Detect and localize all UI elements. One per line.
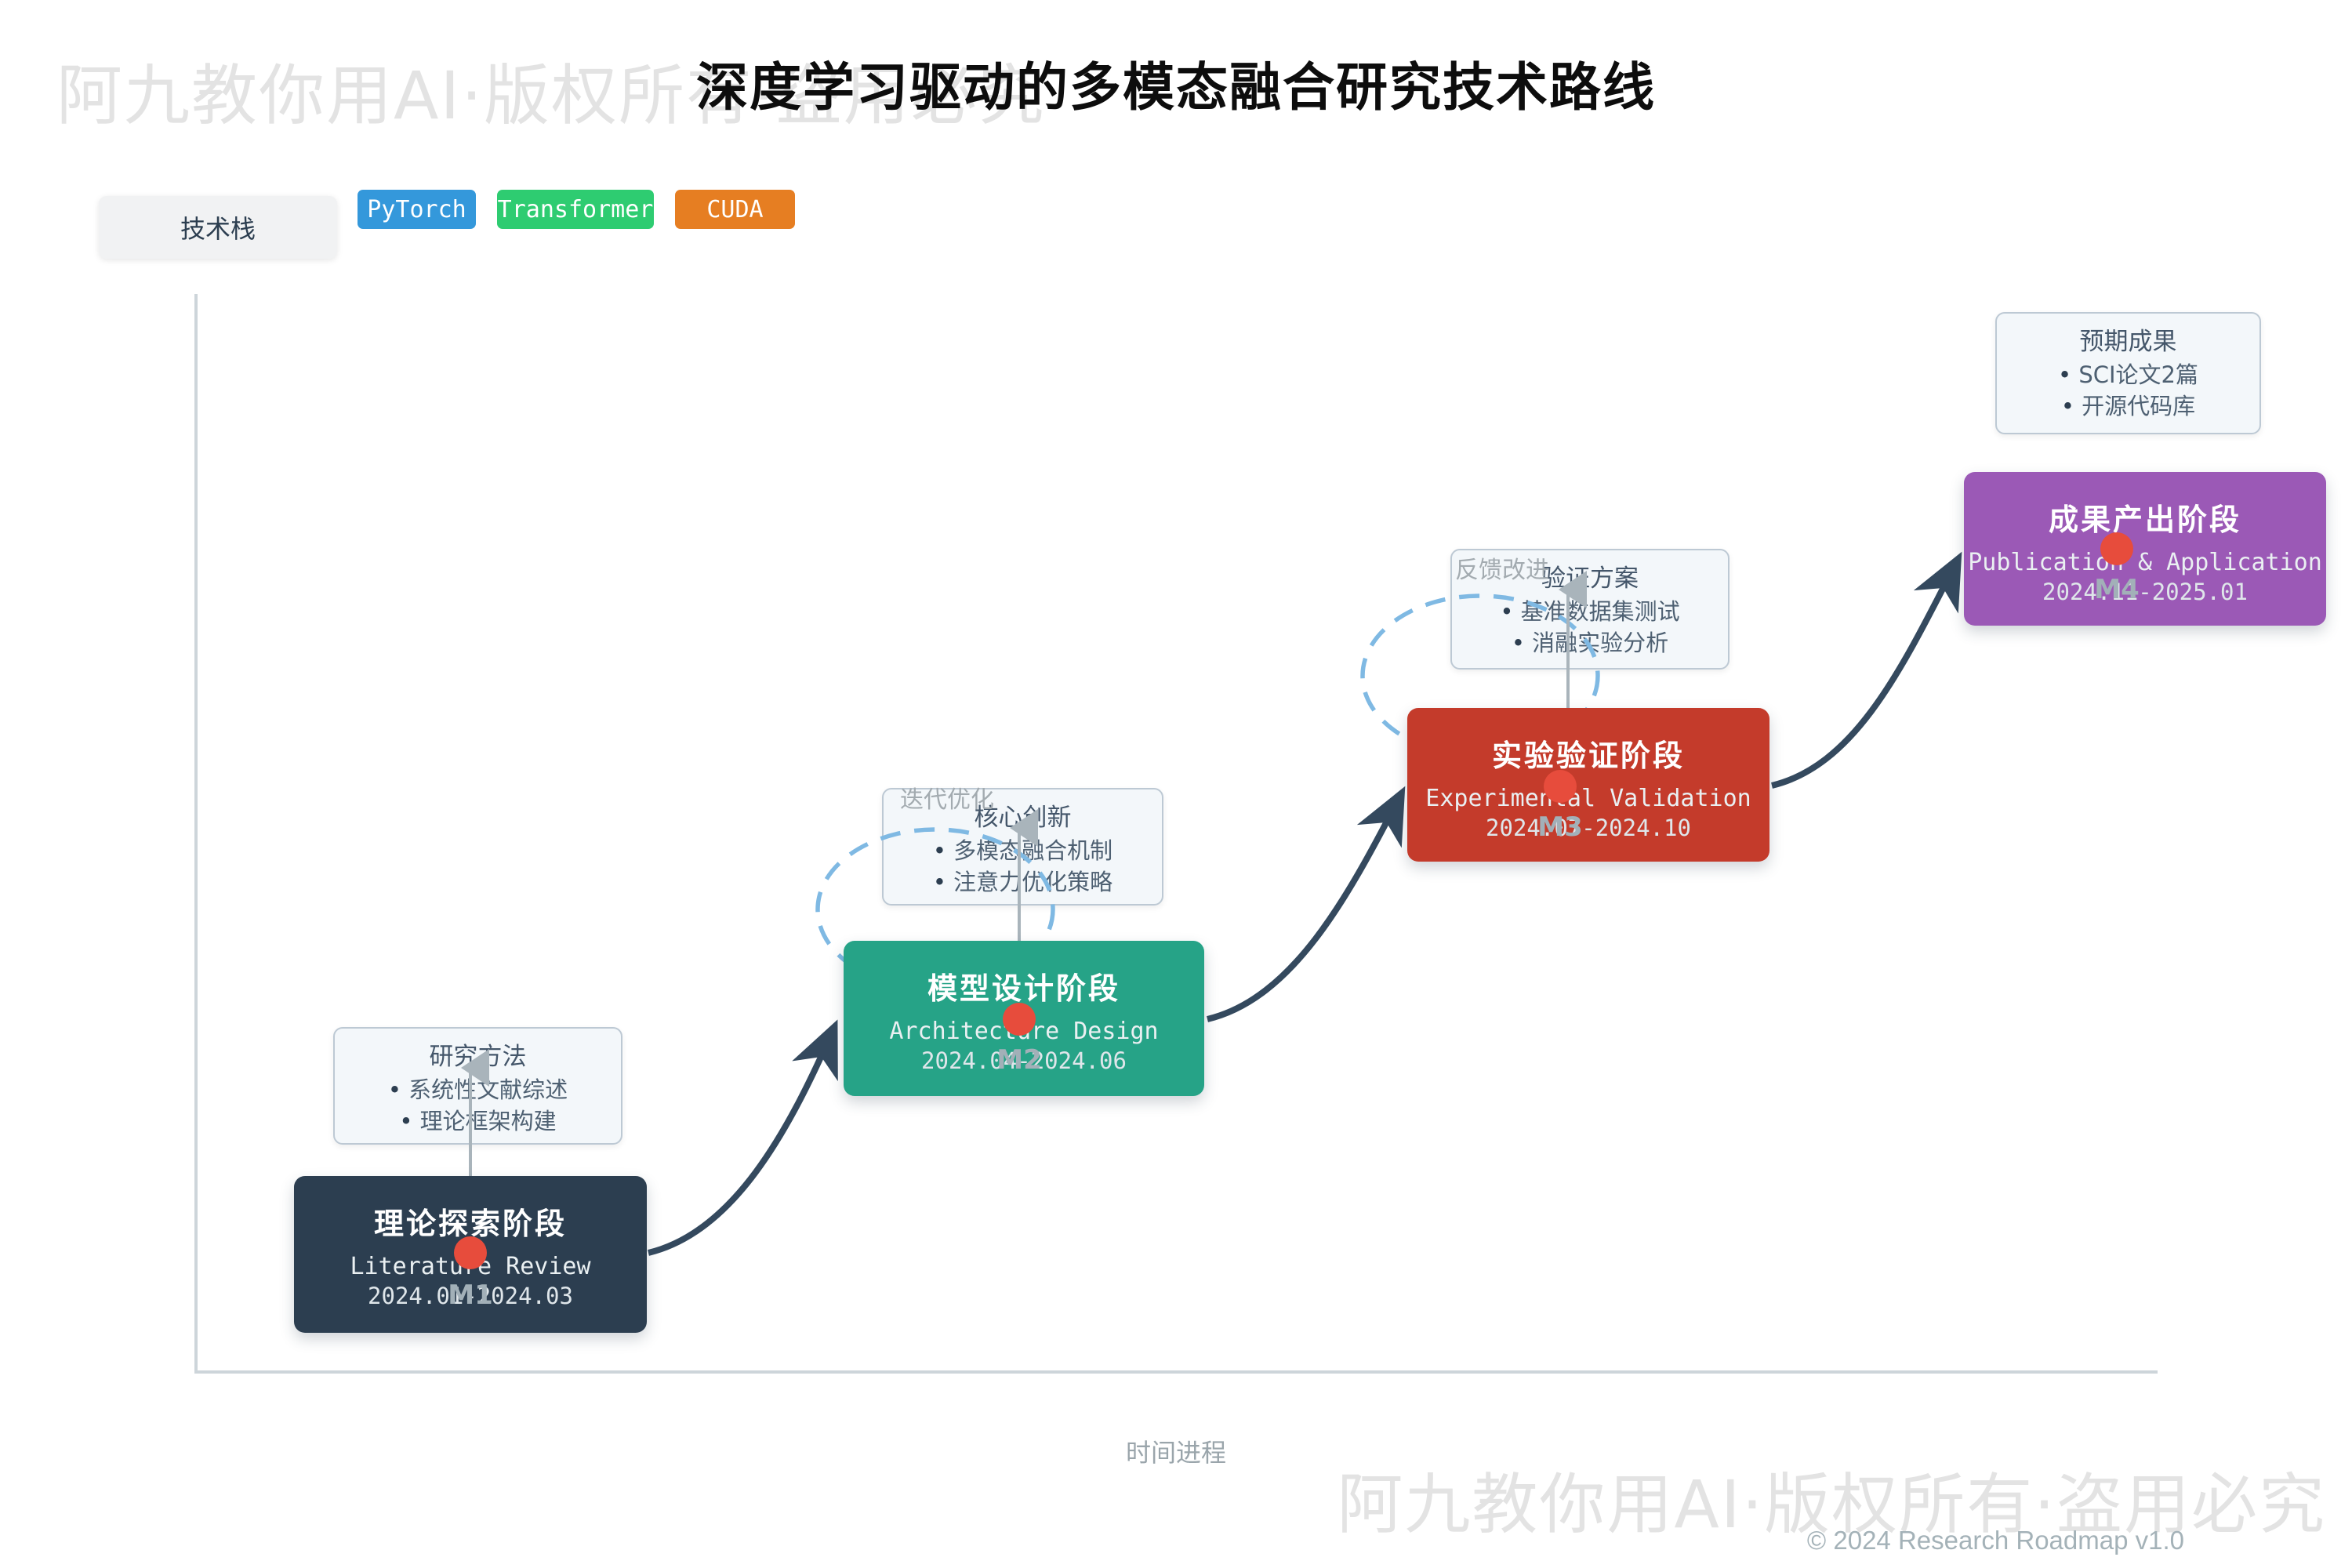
milestone-label-m3: M3 [1537, 811, 1583, 843]
annotation-title: 预期成果 [2079, 328, 2177, 356]
tech-stack-label: 技术栈 [99, 196, 337, 259]
stage-dates: 2024.01-2024.03 [368, 1283, 573, 1309]
milestone-label-m4: M4 [2094, 574, 2140, 605]
tech-badge-transformer: Transformer [497, 190, 654, 229]
watermark-bottom-right: 阿九教你用AI·版权所有·盗用必究 [1337, 1466, 2326, 1543]
stage-dates: 2024.11-2025.01 [2042, 579, 2248, 605]
arrow-stage2-to-stage3 [1207, 786, 1406, 1022]
x-axis-label: 时间进程 [1125, 1438, 1226, 1468]
milestone-dot-1 [454, 1236, 487, 1269]
annotation-bullet: 消融实验分析 [1452, 627, 1728, 659]
annotation-bullet: 基准数据集测试 [1452, 596, 1728, 627]
page-title: 深度学习驱动的多模态融合研究技术路线 [696, 57, 1656, 118]
milestone-dot-2 [1003, 1003, 1036, 1036]
annotation-title: 验证方案 [1541, 564, 1639, 593]
annotation-expected-results: 预期成果 SCI论文2篇 开源代码库 [1995, 312, 2261, 434]
iteration-loop-label: 迭代优化 [900, 786, 994, 814]
stage-dates: 2024.07-2024.10 [1486, 815, 1691, 841]
annotation-bullet: 理论框架构建 [335, 1105, 621, 1137]
tech-badge-pytorch: PyTorch [358, 190, 476, 229]
stage-title: 实验验证阶段 [1491, 739, 1685, 773]
annotation-research-methods: 研究方法 系统性文献综述 理论框架构建 [333, 1027, 622, 1145]
feedback-loop-label: 反馈改进 [1455, 557, 1549, 584]
arrow-stage1-to-stage2 [648, 1019, 838, 1256]
copyright-text: © 2024 Research Roadmap v1.0 [1806, 1526, 2184, 1555]
stage-title: 模型设计阶段 [927, 971, 1120, 1006]
x-axis-spine [194, 1370, 2158, 1374]
stage-title: 理论探索阶段 [373, 1207, 567, 1241]
annotation-bullet: 系统性文献综述 [335, 1074, 621, 1105]
annotation-bullet: 开源代码库 [1997, 390, 2259, 422]
annotation-bullet: 注意力优化策略 [884, 866, 1162, 898]
milestone-label-m2: M2 [996, 1044, 1042, 1076]
milestone-dot-4 [2100, 532, 2133, 565]
tech-badge-cuda: CUDA [675, 190, 795, 229]
annotation-title: 研究方法 [429, 1043, 527, 1071]
annotation-bullet: 多模态融合机制 [884, 835, 1162, 866]
y-axis-spine [194, 294, 198, 1372]
milestone-dot-3 [1544, 770, 1577, 803]
watermark-top-left: 阿九教你用AI·版权所有·盗用必究 [56, 57, 1046, 134]
stage-box-publication-output: 成果产出阶段 Publication & Application 2024.11… [1964, 472, 2326, 626]
stage-title: 成果产出阶段 [2048, 503, 2241, 537]
arrow-stage3-to-stage4 [1771, 551, 1962, 789]
annotation-bullet: SCI论文2篇 [1997, 359, 2259, 390]
stage-subtitle: Experimental Validation [1425, 785, 1751, 812]
stage-dates: 2024.04-2024.06 [921, 1047, 1127, 1074]
stage-subtitle: Publication & Application [1968, 549, 2322, 576]
milestone-label-m1: M1 [448, 1279, 493, 1311]
